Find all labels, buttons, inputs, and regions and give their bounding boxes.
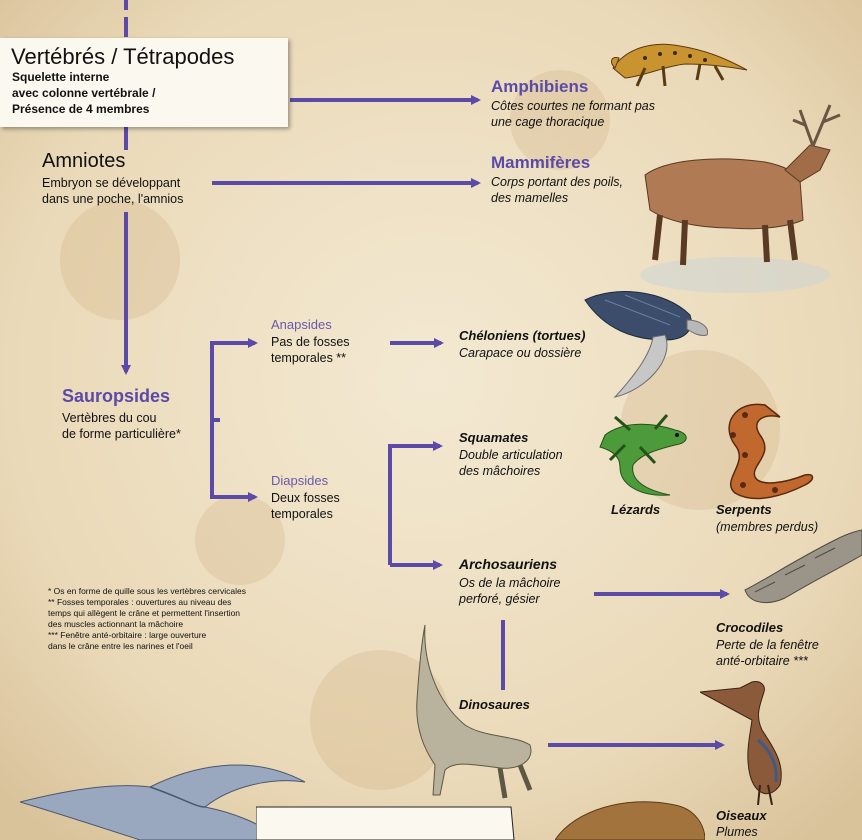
- amphibiens-title: Amphibiens: [491, 77, 588, 97]
- squamates-line-1: Double articulation: [459, 447, 563, 463]
- amniotes-desc: Embryon se développant dans une poche, l…: [42, 175, 183, 207]
- amphibiens-desc: Côtes courtes ne formant pas une cage th…: [491, 98, 655, 130]
- anapsides-line-1: Pas de fosses: [271, 334, 350, 350]
- diapsides-desc: Deux fosses temporales: [271, 490, 340, 522]
- oiseaux-desc: Plumes: [716, 824, 758, 840]
- amniotes-line-1: Embryon se développant: [42, 175, 183, 191]
- archosauriens-line-1: Os de la mâchoire: [459, 575, 560, 591]
- amphibiens-line-1: Côtes courtes ne formant pas: [491, 98, 655, 114]
- vertebres-line-2: avec colonne vertébrale /: [12, 85, 155, 101]
- cheloniens-desc: Carapace ou dossière: [459, 345, 581, 361]
- amphibiens-line-2: une cage thoracique: [491, 114, 655, 130]
- crocodiles-line-2: anté-orbitaire ***: [716, 653, 819, 669]
- turtle-illustration: [575, 285, 715, 400]
- mammiferes-title: Mammifères: [491, 153, 590, 173]
- squamates-title: Squamates: [459, 430, 528, 445]
- crocodile-illustration: [735, 520, 862, 615]
- deer-illustration: [635, 100, 845, 300]
- sauropsides-title: Sauropsides: [62, 386, 170, 407]
- cheloniens-title: Chéloniens (tortues): [459, 328, 585, 343]
- crocodiles-line-1: Perte de la fenêtre: [716, 637, 819, 653]
- mammal-fragment-illustration: [555, 795, 705, 840]
- anapsides-title: Anapsides: [271, 317, 332, 332]
- footnote-6: dans le crâne entre les narines et l'oei…: [48, 641, 246, 652]
- sauropsides-line-2: de forme particulière*: [62, 426, 181, 442]
- vertebres-line-3: Présence de 4 membres: [12, 101, 155, 117]
- anapsides-line-2: temporales **: [271, 350, 350, 366]
- dinosaur-illustration: [405, 620, 550, 805]
- sauropsides-desc: Vertèbres du cou de forme particulière*: [62, 410, 181, 442]
- lezards-title: Lézards: [611, 502, 660, 517]
- footnote-4: des muscles actionnant la mâchoire: [48, 619, 246, 630]
- footnote-5: *** Fenêtre anté-orbitaire : large ouver…: [48, 630, 246, 641]
- diapsides-line-1: Deux fosses: [271, 490, 340, 506]
- diapsides-title: Diapsides: [271, 473, 328, 488]
- footnotes: * Os en forme de quille sous les vertèbr…: [48, 586, 246, 652]
- anapsides-desc: Pas de fosses temporales **: [271, 334, 350, 366]
- archosauriens-line-2: perforé, gésier: [459, 591, 560, 607]
- mammiferes-line-2: des mamelles: [491, 190, 623, 206]
- diapsides-line-2: temporales: [271, 506, 340, 522]
- footnote-3: temps qui allègent le crâne et permetten…: [48, 608, 246, 619]
- footnote-1: * Os en forme de quille sous les vertèbr…: [48, 586, 246, 597]
- crocodiles-title: Crocodiles: [716, 620, 783, 635]
- newt-illustration: [605, 28, 755, 93]
- squamates-desc: Double articulation des mâchoires: [459, 447, 563, 479]
- vertebres-line-1: Squelette interne: [12, 69, 155, 85]
- mammiferes-desc: Corps portant des poils, des mamelles: [491, 174, 623, 206]
- oiseaux-title: Oiseaux: [716, 808, 767, 823]
- lizard-illustration: [585, 405, 695, 500]
- mammiferes-line-1: Corps portant des poils,: [491, 174, 623, 190]
- amniotes-title: Amniotes: [42, 150, 125, 173]
- crocodiles-desc: Perte de la fenêtre anté-orbitaire ***: [716, 637, 819, 669]
- heron-illustration: [700, 670, 810, 805]
- footnote-2: ** Fosses temporales : ouvertures au niv…: [48, 597, 246, 608]
- archosauriens-desc: Os de la mâchoire perforé, gésier: [459, 575, 560, 607]
- amniotes-line-2: dans une poche, l'amnios: [42, 191, 183, 207]
- vertebres-desc: Squelette interne avec colonne vertébral…: [12, 69, 155, 117]
- snake-illustration: [705, 395, 820, 505]
- vertebres-title: Vertébrés / Tétrapodes: [11, 44, 234, 70]
- archosauriens-title: Archosauriens: [459, 556, 557, 572]
- sauropsides-line-1: Vertèbres du cou: [62, 410, 181, 426]
- footer-panel: [256, 795, 516, 840]
- squamates-line-2: des mâchoires: [459, 463, 563, 479]
